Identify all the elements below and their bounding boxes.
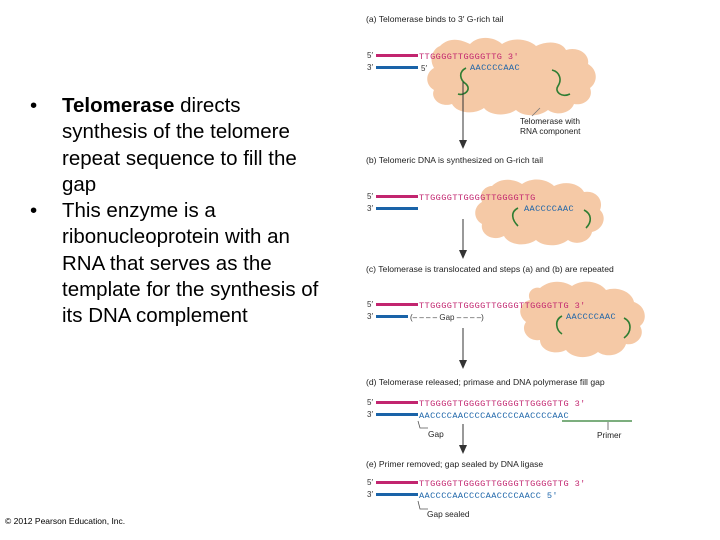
sealed-pointer — [418, 501, 428, 509]
step-b-top-sequence: TTGGGGTTGGGGTTGGGGTTG — [419, 193, 536, 203]
enzyme-label-line1: Telomerase with — [520, 116, 580, 126]
step-c-gap-text: (– – – – Gap – – – –) — [410, 313, 484, 322]
step-b-rna-sequence: AACCCCAAC — [524, 204, 574, 214]
enzyme-label-line2: RNA component — [520, 126, 581, 136]
bottom-strand-bar — [376, 413, 418, 416]
step-e-bottom-sequence: AACCCCAACCCCAACCCCAACC 5′ — [419, 491, 558, 501]
top-strand-bar — [376, 195, 418, 198]
strand-5prime-label: 5′ — [367, 478, 373, 487]
top-strand-bar — [376, 54, 418, 57]
strand-3prime-label: 3′ — [367, 410, 373, 419]
arrow-head — [459, 445, 467, 454]
step-d-caption: (d) Telomerase released; primase and DNA… — [366, 377, 605, 387]
strand-3prime-label: 3′ — [367, 204, 373, 213]
step-b-caption: (b) Telomeric DNA is synthesized on G-ri… — [366, 155, 543, 165]
bottom-strand-bar — [376, 493, 418, 496]
step-a-top-sequence: TTGGGGTTGGGGTTG 3′ — [419, 52, 519, 62]
step-d-bottom-sequence: AACCCCAACCCCAACCCCAACCCCAAC — [419, 411, 569, 421]
gap-label: Gap — [428, 429, 444, 439]
step-a-rna-sequence: AACCCCAAC — [470, 63, 520, 73]
gap-pointer — [418, 421, 428, 428]
step-c-top-sequence: TTGGGGTTGGGGTTGGGGTTGGGGTTG 3′ — [419, 301, 586, 311]
strand-3prime-label: 3′ — [367, 312, 373, 321]
gap-sealed-label: Gap sealed — [427, 509, 470, 519]
step-c-rna-sequence: AACCCCAAC — [566, 312, 616, 322]
strand-3prime-label: 3′ — [367, 63, 373, 72]
top-strand-bar — [376, 481, 418, 484]
primer-label: Primer — [597, 430, 622, 440]
arrow-head — [459, 140, 467, 149]
strand-5prime-label: 5′ — [367, 398, 373, 407]
arrow-head — [459, 360, 467, 369]
step-a-caption: (a) Telomerase binds to 3′ G-rich tail — [366, 14, 504, 24]
step-d-top-sequence: TTGGGGTTGGGGTTGGGGTTGGGGTTG 3′ — [419, 399, 586, 409]
enzyme-blob — [427, 38, 596, 115]
step-e-caption: (e) Primer removed; gap sealed by DNA li… — [366, 459, 543, 469]
bottom-strand-bar — [376, 66, 418, 69]
strand-5prime-label: 5′ — [367, 192, 373, 201]
top-strand-bar — [376, 401, 418, 404]
strand-5prime-label: 5′ — [367, 51, 373, 60]
bottom-strand-bar — [376, 207, 418, 210]
strand-5prime-label: 5′ — [367, 300, 373, 309]
step-e-top-sequence: TTGGGGTTGGGGTTGGGGTTGGGGTTG 3′ — [419, 479, 586, 489]
step-a-bottom-5prime: 5′ — [421, 64, 427, 73]
step-c-caption: (c) Telomerase is translocated and steps… — [366, 264, 614, 274]
top-strand-bar — [376, 303, 418, 306]
arrow-head — [459, 250, 467, 259]
strand-3prime-label: 3′ — [367, 490, 373, 499]
bottom-strand-bar — [376, 315, 408, 318]
